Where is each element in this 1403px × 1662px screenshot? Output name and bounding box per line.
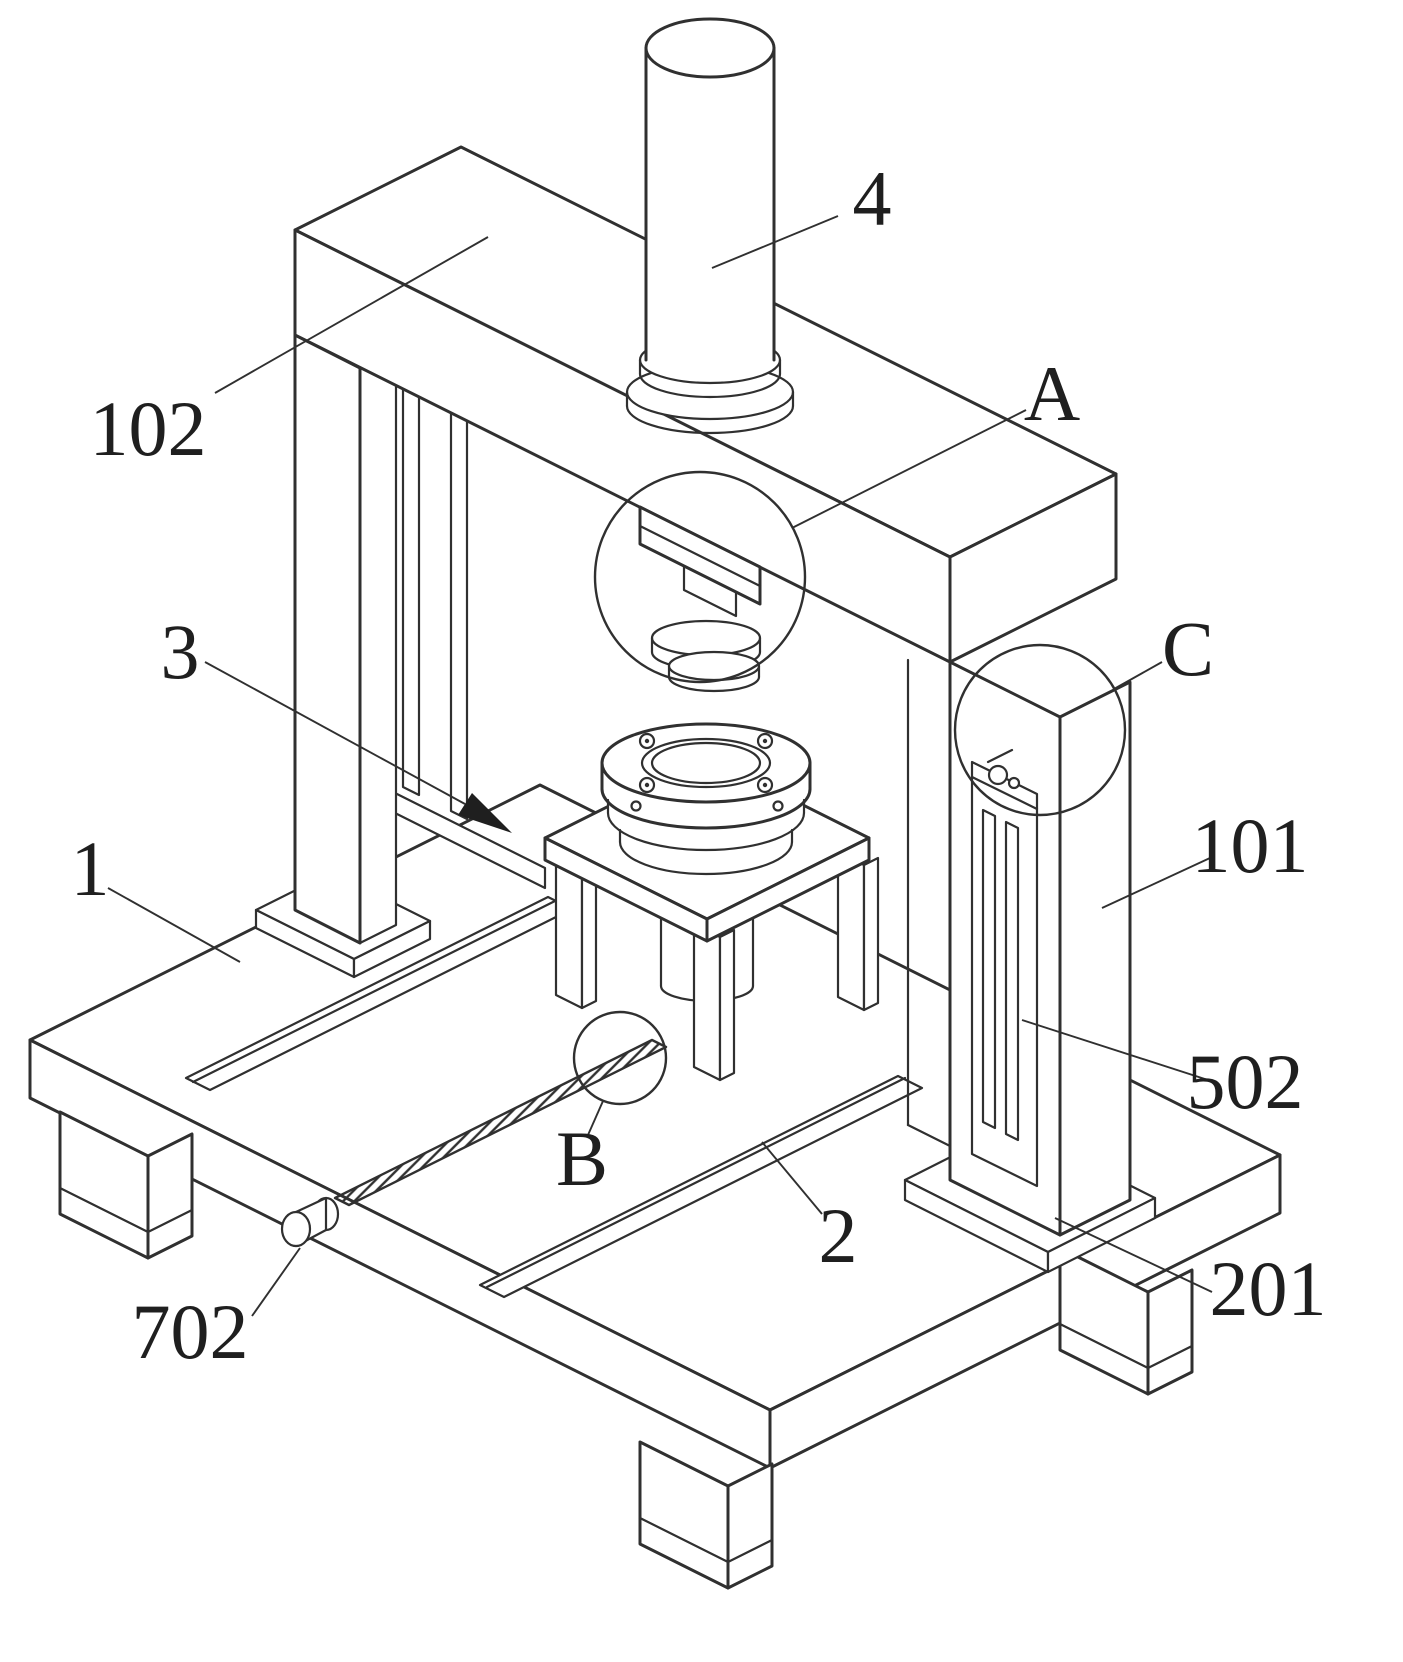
label-3: 3 — [161, 608, 200, 695]
collar-lower-bottom-arc — [625, 404, 795, 435]
flange-bolt-dot-4 — [762, 782, 768, 788]
leg-left-side-face — [146, 1132, 194, 1260]
press-disc-2-top — [667, 650, 761, 682]
leader-101 — [1101, 857, 1211, 909]
flange-side-bolt-2 — [772, 800, 784, 812]
label-2: 2 — [819, 1192, 858, 1279]
right-column-side-face — [1058, 680, 1132, 1237]
leg-front-side-face — [726, 1462, 774, 1590]
guide-rod-2 — [1004, 820, 1020, 1142]
back-slat-1 — [401, 368, 421, 797]
table-leg-front — [692, 922, 722, 1082]
beam-front-face — [293, 228, 952, 664]
leader-lines — [107, 215, 1213, 1317]
label-b: B — [556, 1115, 608, 1202]
leg-front-front-face — [638, 1440, 730, 1590]
table-leg-right-side — [862, 856, 880, 1012]
slide-slots — [184, 895, 924, 1299]
leg-right-footline — [1058, 1322, 1150, 1370]
label-502: 502 — [1187, 1038, 1304, 1125]
flange-side-bolt-1 — [630, 800, 642, 812]
label-101: 101 — [1192, 802, 1309, 889]
part-labels: 102 4 A 3 C 1 101 502 B 2 201 702 — [71, 155, 1327, 1375]
leader-702 — [251, 1247, 301, 1317]
leader-502 — [1021, 1019, 1209, 1081]
leader-201 — [1054, 1217, 1213, 1293]
press-disc-1-top — [650, 619, 762, 657]
leader-3 — [204, 661, 466, 805]
leader-c — [1113, 661, 1163, 690]
label-1: 1 — [71, 825, 110, 912]
slot-left-innerline — [191, 899, 557, 1084]
left-foot-plate-side — [352, 919, 432, 979]
cylinder-top-ellipse — [644, 17, 776, 79]
label-102: 102 — [90, 385, 207, 472]
flange-bolt-dot-3 — [644, 782, 650, 788]
guide-rod-1 — [981, 808, 997, 1130]
leader-2 — [761, 1141, 823, 1215]
flange-bolt-dot-1 — [644, 738, 650, 744]
left-column-front-face — [293, 333, 362, 945]
flange-silhouette-3 — [620, 830, 792, 874]
leader-1 — [107, 887, 241, 963]
window-pin-link — [986, 748, 1014, 764]
slot-right — [478, 1074, 924, 1299]
lead-screw — [333, 1038, 668, 1207]
slot-right-innerline — [485, 1076, 907, 1289]
back-slat-2 — [449, 392, 469, 821]
label-a: A — [1024, 350, 1080, 437]
flange-bolt-dot-2 — [762, 738, 768, 744]
base-legs — [58, 1110, 1194, 1590]
hydraulic-cylinder — [625, 17, 795, 435]
label-702: 702 — [132, 1288, 249, 1375]
left-column — [293, 333, 398, 945]
flange-ring3-arc — [618, 840, 794, 876]
flange-bottom-arc — [600, 787, 812, 830]
table-leg-right — [836, 850, 866, 1012]
back-inner-foot-edge — [906, 1123, 952, 1148]
right-column-window-reveal — [970, 775, 1039, 811]
leg-front-footline-side — [726, 1538, 774, 1564]
flange-bore-outer — [640, 737, 772, 789]
knob-702 — [280, 1196, 340, 1248]
leader-b — [587, 1100, 604, 1136]
leader-4 — [711, 215, 839, 269]
detail-circle-b — [572, 1010, 668, 1106]
leader-a — [791, 409, 1027, 529]
collar-upper-bottom-arc — [638, 372, 782, 399]
table-leg-front-side — [718, 928, 736, 1082]
right-column — [948, 660, 1132, 1237]
table-front-right-face — [705, 836, 871, 943]
leg-front-footline — [638, 1516, 730, 1564]
label-4: 4 — [853, 155, 892, 242]
direction-arrowhead — [458, 793, 512, 833]
cylinder-body-fill — [646, 48, 774, 360]
right-column-window — [970, 760, 1039, 1188]
ram-block-slot-line — [638, 524, 762, 588]
label-201: 201 — [1210, 1245, 1327, 1332]
flange-bore-inner — [650, 741, 762, 785]
flange-workpiece — [600, 722, 812, 876]
window-pin-large — [987, 764, 1009, 786]
leg-left-footline — [58, 1186, 150, 1234]
knob-cap — [280, 1210, 312, 1248]
press-ram — [638, 505, 762, 693]
detail-circle-a — [593, 470, 807, 684]
flange-ring2-arc — [606, 811, 806, 852]
leg-right-footline-side — [1146, 1344, 1194, 1370]
press-disc-2-bottom-arc — [667, 675, 761, 693]
label-c: C — [1162, 605, 1214, 692]
right-foot-plate-side — [1046, 1196, 1157, 1274]
leg-right-side-face — [1146, 1268, 1194, 1396]
lead-screw-shaft — [333, 1038, 668, 1207]
detail-circle-c — [953, 643, 1127, 817]
window-pin-small — [1007, 776, 1021, 790]
leg-left-footline-side — [146, 1208, 194, 1234]
leader-102 — [214, 236, 489, 394]
left-column-reveal-face — [358, 348, 398, 945]
